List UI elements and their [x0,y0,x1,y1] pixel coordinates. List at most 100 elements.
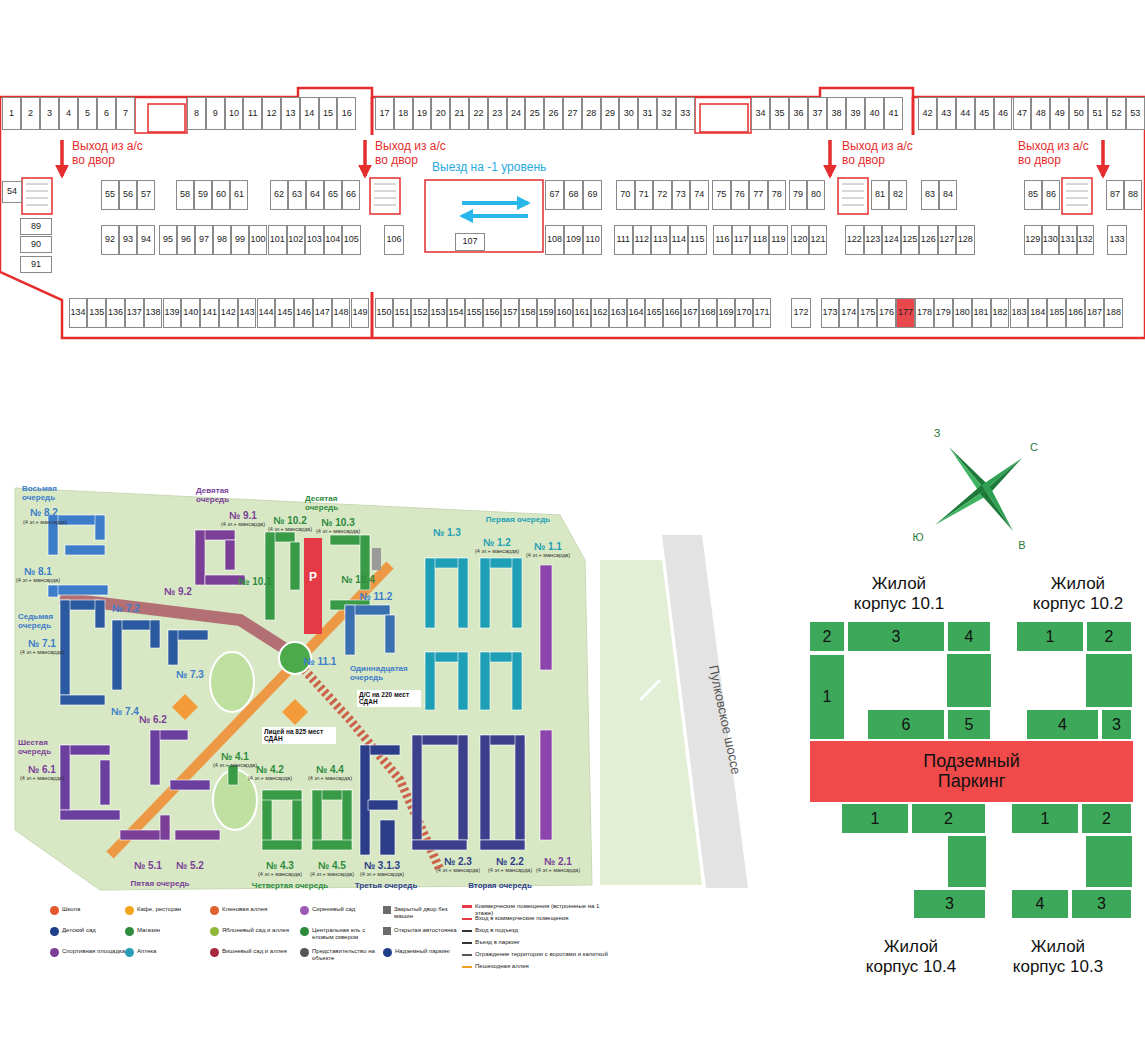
exit-arrow [828,140,832,176]
node-text: 89 [31,222,41,232]
node-text: 15 [323,109,333,119]
parking-space: 1 [2,97,21,130]
parking-space: 32 [657,97,676,130]
node-text: 113 [653,235,667,245]
building-section: 2 [808,620,846,653]
building-block [100,760,110,805]
parking-space: 122 [845,225,864,255]
building-block [412,840,467,850]
building-block [65,545,105,555]
parking-space: 175 [858,298,877,328]
compass-needle [985,487,1013,531]
legend-item: Вход в подъезд [462,927,616,934]
node-text: 136 [108,308,123,318]
legend-swatch [50,906,59,915]
legend-item: Магазин [125,927,207,936]
node-text: 78 [772,190,782,200]
node-text: 5 [85,109,90,119]
map-label: Выход из а/с во двор [72,140,154,168]
parking-space: 19 [413,97,432,130]
node-text: 157 [502,308,517,318]
node-text: 119 [771,235,785,245]
parking-space: 186 [1066,298,1085,328]
node-text: 110 [585,235,599,245]
parking-space: 16 [337,97,356,130]
node-text: 107 [462,237,477,247]
map-label: (4 эт.+ мансарда) [268,526,312,532]
parking-space: 31 [638,97,657,130]
legend-text: Сиреневый сад [312,906,355,913]
parking-space: 128 [956,225,975,255]
building-section: 4 [1025,708,1100,741]
parking-space: 176 [877,298,896,328]
map-label: № 10.4 [341,574,374,586]
map-label: Выход из а/с во двор [842,140,924,168]
parking-space: 97 [195,225,213,255]
map-label: (4 эт.+ мансарда) [213,762,257,768]
parking-space: 37 [808,97,827,130]
building-block [515,735,525,840]
compass-needle [935,485,985,525]
parking-space: 149 [351,298,370,328]
node-text: 180 [955,308,970,318]
node-text: 82 [893,190,903,200]
node-text: 52 [1111,109,1121,119]
node-text: 4 [1058,716,1067,734]
parking-space: 107 [455,233,485,251]
building-block [512,652,522,710]
parking-space: 48 [1031,97,1050,130]
node-text: Подземный Паркинг [902,752,1042,792]
parking-space: 47 [1013,97,1032,130]
parking-space: 20 [431,97,450,130]
legend-item: Школа [50,906,132,915]
map-label: № 10.2 [273,515,306,527]
building-section: 3 [846,620,946,653]
node-text: 102 [288,235,303,245]
map-label: (4 эт.+ мансарда) [316,528,360,534]
node-text: 170 [736,308,751,318]
grey-building [372,548,381,570]
map-label: (4 эт.+ мансарда) [221,521,265,527]
legend-swatch [300,927,309,936]
road-mark [640,680,660,700]
map-label: № 4.4 [316,764,344,776]
parking-space: 183 [1010,298,1029,328]
stairwell [838,178,868,214]
parking-space: 95 [159,225,177,255]
parking-space: 134 [69,298,88,328]
node-text: 96 [181,235,191,245]
node-text: 71 [639,190,649,200]
map-label: № 5.2 [176,860,204,872]
legend-item: Кленовая аллея [210,906,292,915]
node-text: 46 [998,109,1008,119]
parking-space: 38 [827,97,846,130]
parking-space: 14 [300,97,319,130]
parking-space: 74 [690,180,709,210]
legend-item: Надземный паркинг [383,948,465,957]
node-text: 166 [664,308,679,318]
map-label: № 9.1 [229,510,257,522]
parking-space: 64 [306,180,324,210]
node-text: 175 [860,308,875,318]
node-text: 53 [1130,109,1140,119]
building-block [412,735,422,840]
legend-item: Въезд в паркинг [462,939,616,946]
parking-space: 23 [488,97,507,130]
map-label: № 2.1 [544,856,572,868]
parking-space: 158 [519,298,537,328]
parking-space: 100 [249,225,267,255]
parking-space: 146 [294,298,313,328]
node-text: 131 [1060,235,1075,245]
building-block [380,820,395,855]
parking-space: 112 [633,225,652,255]
legend-item: Спортивная площадка [50,948,132,957]
parking-space: 56 [119,180,137,210]
node-text: 147 [315,308,330,318]
legend-item: Пешеходная аллея [462,963,616,970]
parking-space: 10 [225,97,244,130]
parking-space: 77 [749,180,768,210]
parking-space: 30 [619,97,638,130]
parking-space: 144 [257,298,276,328]
node-text: 158 [520,308,535,318]
